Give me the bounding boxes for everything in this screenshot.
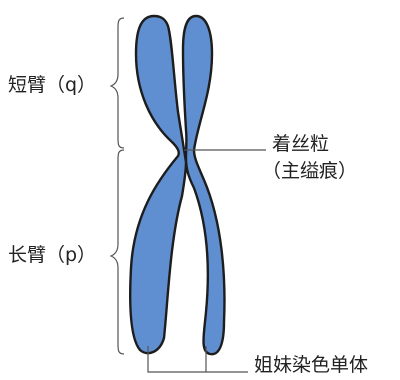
left-chromatid	[130, 16, 186, 353]
long-arm-brace	[111, 150, 124, 354]
sister-chromatids-pointer	[148, 346, 248, 372]
long-arm-label: 长臂（p）	[8, 244, 96, 266]
primary-constriction-label: （主缢痕）	[262, 160, 357, 182]
short-arm-label: 短臂（q）	[8, 74, 96, 96]
right-chromatid	[183, 16, 224, 354]
centromere-label: 着丝粒	[272, 133, 329, 155]
sister-chromatids-label: 姐妹染色单体	[254, 354, 368, 376]
short-arm-brace	[111, 18, 124, 148]
